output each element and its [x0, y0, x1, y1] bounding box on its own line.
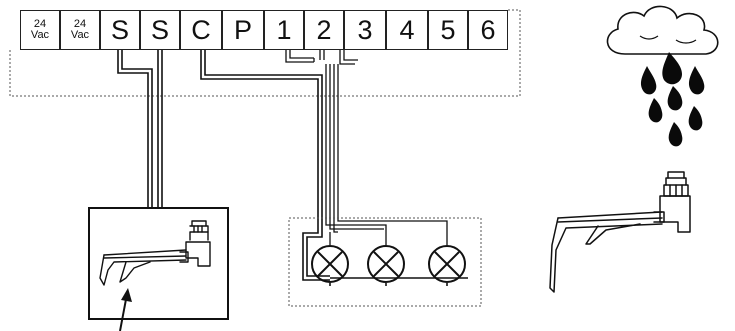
- terminal-s2: S: [140, 10, 180, 50]
- terminal-24vac-2: 24 Vac: [60, 10, 100, 50]
- rain-sensor-icon: [99, 220, 211, 286]
- terminal-24vac-2-top: 24: [73, 18, 87, 30]
- zone-wires: [285, 50, 448, 245]
- pointer-arrow-icon: [119, 288, 132, 331]
- sensor-wire-s2: [157, 50, 163, 208]
- terminal-c: C: [180, 10, 222, 50]
- valve-1-icon: [311, 245, 349, 283]
- rain-cloud-icon: [606, 5, 719, 147]
- raindrops: [640, 52, 705, 147]
- valve-3-icon: [428, 245, 466, 283]
- terminal-zone-6: 6: [468, 10, 508, 50]
- terminal-24vac-1-bottom: Vac: [30, 29, 50, 41]
- terminal-zone-3: 3: [344, 10, 386, 50]
- sensor-wire-s1: [117, 50, 153, 208]
- terminal-zone-2: 2: [304, 10, 344, 50]
- common-wire: [200, 50, 468, 286]
- terminal-zone-4: 4: [386, 10, 428, 50]
- rain-sensor-large-icon: [549, 171, 691, 293]
- terminal-s1: S: [100, 10, 140, 50]
- terminal-24vac-2-bottom: Vac: [70, 29, 90, 41]
- terminal-24vac-1-top: 24: [33, 18, 47, 30]
- valve-box-outline: [288, 217, 482, 307]
- terminal-zone-5: 5: [428, 10, 468, 50]
- controller-outline: [9, 9, 521, 97]
- terminal-24vac-1: 24 Vac: [20, 10, 60, 50]
- sensor-box: [88, 207, 229, 320]
- terminal-zone-1: 1: [264, 10, 304, 50]
- valve-2-icon: [367, 245, 405, 283]
- terminal-p: P: [222, 10, 264, 50]
